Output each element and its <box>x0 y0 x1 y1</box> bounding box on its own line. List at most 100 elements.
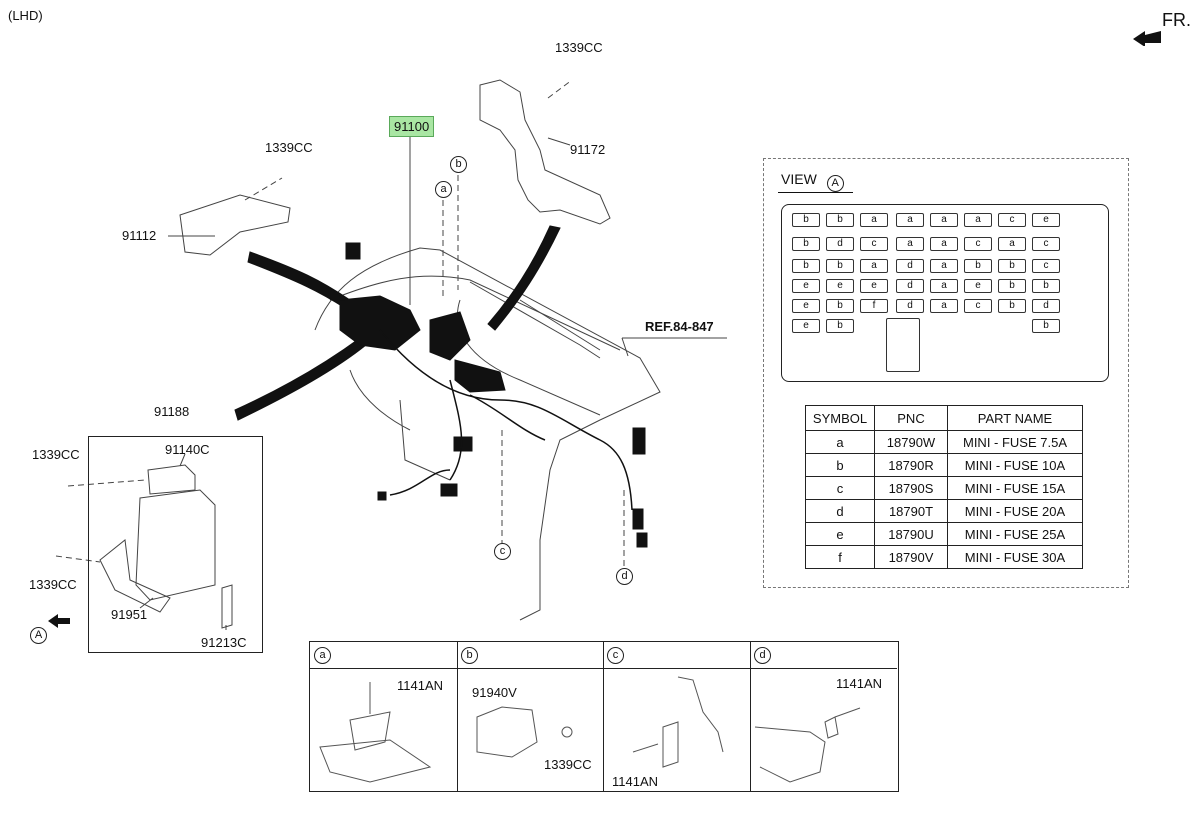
part-91951-label: 91951 <box>111 607 148 622</box>
table-cell: MINI - FUSE 10A <box>947 453 1083 477</box>
detail-header-c <box>603 642 750 669</box>
detail-a-label: 1141AN <box>397 678 444 693</box>
fuse-slot: e <box>792 279 820 293</box>
fuse-slot: a <box>860 259 888 273</box>
table-cell: b <box>805 453 875 477</box>
view-title-circle: A <box>826 175 844 192</box>
callout-c: c <box>494 543 511 560</box>
part-1339cc-left-label: 1339CC <box>265 140 313 155</box>
table-cell: 18790S <box>874 476 948 500</box>
detail-cell-a: a 1141AN <box>310 642 458 791</box>
table-cell: a <box>805 430 875 454</box>
detail-c-art <box>632 676 724 768</box>
fuse-slot: b <box>792 237 820 251</box>
detail-d-art <box>754 707 861 783</box>
part-91140c-label: 91140C <box>165 442 210 457</box>
fuse-slot: a <box>930 259 958 273</box>
table-cell: MINI - FUSE 30A <box>947 545 1083 569</box>
fuse-slot: b <box>792 259 820 273</box>
view-a-circle: A <box>30 627 47 644</box>
table-cell: 18790T <box>874 499 948 523</box>
fuse-slot: c <box>964 299 992 313</box>
fuse-slot: e <box>826 279 854 293</box>
part-91112-label: 91112 <box>122 228 157 243</box>
table-cell: MINI - FUSE 7.5A <box>947 430 1083 454</box>
detail-cell-b: b 91940V 1339CC <box>457 642 604 791</box>
fuse-slot: d <box>896 299 924 313</box>
callout-d: d <box>616 568 633 585</box>
view-a-arrow-icon <box>48 614 70 628</box>
fuse-slot: e <box>964 279 992 293</box>
fuse-slot: f <box>860 299 888 313</box>
table-cell: d <box>805 499 875 523</box>
part-91188-label: 91188 <box>154 404 190 419</box>
fuse-slot: a <box>930 237 958 251</box>
table-cell: 18790R <box>874 453 948 477</box>
callout-b-top: b <box>450 156 467 173</box>
fuse-slot: d <box>1032 299 1060 313</box>
detail-circle-d: d <box>754 647 771 664</box>
ref-label: REF.84-847 <box>645 319 714 334</box>
table-cell: MINI - FUSE 20A <box>947 499 1083 523</box>
fuse-slot: b <box>826 213 854 227</box>
table-cell: 18790V <box>874 545 948 569</box>
fuse-slot: e <box>792 299 820 313</box>
table-cell: 18790U <box>874 522 948 546</box>
part-1339cc-b-label: 1339CC <box>29 577 77 592</box>
fuse-slot: a <box>964 213 992 227</box>
table-header-row: SYMBOL PNC PART NAME <box>805 405 1083 431</box>
fuse-slot: b <box>826 319 854 333</box>
detail-header-b <box>457 642 603 669</box>
fuse-slot: a <box>896 213 924 227</box>
fuse-slot: c <box>964 237 992 251</box>
fuse-panel-block <box>886 318 920 372</box>
fuse-slot: c <box>860 237 888 251</box>
fuse-slot: b <box>1032 279 1060 293</box>
detail-circle-a: a <box>314 647 331 664</box>
fuse-slot: e <box>792 319 820 333</box>
fuse-slot: b <box>826 259 854 273</box>
fuse-slot: d <box>826 237 854 251</box>
fuse-slot: d <box>896 279 924 293</box>
fuse-slot: b <box>1032 319 1060 333</box>
view-title-underline <box>778 192 853 193</box>
part-91100-label: 91100 <box>389 116 435 137</box>
detail-header-a <box>310 642 457 669</box>
table-cell: f <box>805 545 875 569</box>
fuse-slot: b <box>826 299 854 313</box>
view-title: VIEW A <box>781 171 844 192</box>
detail-b-art <box>476 706 573 758</box>
fuse-slot: b <box>998 299 1026 313</box>
detail-c-label: 1141AN <box>612 774 659 789</box>
part-1339cc-top-label: 1339CC <box>555 40 603 55</box>
variant-label: (LHD) <box>8 8 43 23</box>
detail-a-art <box>319 682 432 783</box>
detail-cell-d: d 1141AN <box>750 642 897 791</box>
detail-cell-c: c 1141AN <box>603 642 751 791</box>
detail-d-label: 1141AN <box>836 676 883 691</box>
fuse-slot: a <box>930 299 958 313</box>
detail-header-d <box>750 642 897 669</box>
fuse-slot: a <box>930 213 958 227</box>
fuse-slot: e <box>860 279 888 293</box>
detail-circle-c: c <box>607 647 624 664</box>
part-1339cc-a-label: 1339CC <box>32 447 80 462</box>
view-title-text: VIEW <box>781 171 817 187</box>
table-cell: c <box>805 476 875 500</box>
view-a-box <box>763 158 1129 588</box>
table-cell: MINI - FUSE 25A <box>947 522 1083 546</box>
fuse-slot: e <box>1032 213 1060 227</box>
part-91172-label: 91172 <box>570 142 606 157</box>
fuse-slot: d <box>896 259 924 273</box>
fuse-slot: a <box>896 237 924 251</box>
fuse-slot: b <box>998 259 1026 273</box>
detail-b-label-2: 1339CC <box>544 757 592 772</box>
